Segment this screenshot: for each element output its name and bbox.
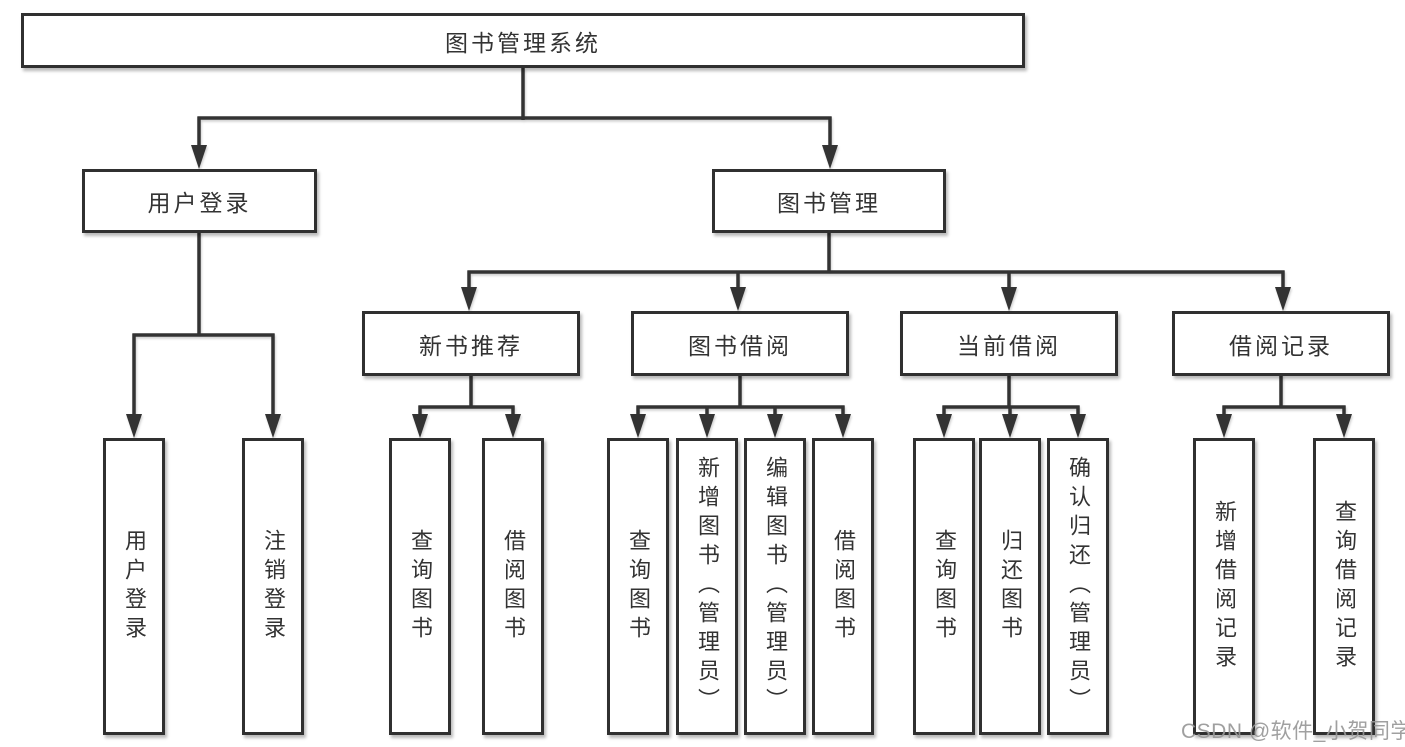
leaf-query-books-2: 查询图书 bbox=[607, 438, 669, 735]
leaf-query-books-3: 查询图书 bbox=[913, 438, 975, 735]
leaf-label: 编辑图书（管理员） bbox=[763, 456, 788, 717]
node-new-book-recommend-label: 新书推荐 bbox=[419, 332, 523, 359]
node-book-borrowing: 图书借阅 bbox=[631, 311, 849, 376]
leaf-query-books-1: 查询图书 bbox=[389, 438, 451, 735]
leaf-label: 借阅图书 bbox=[501, 528, 526, 645]
leaf-label: 用户登录 bbox=[122, 528, 147, 645]
leaf-label: 确认归还（管理员） bbox=[1066, 456, 1091, 717]
leaf-user-login: 用户登录 bbox=[103, 438, 165, 735]
node-current-borrowing-label: 当前借阅 bbox=[957, 332, 1061, 359]
watermark: CSDN @软件_小贺同学 bbox=[1181, 720, 1405, 743]
leaf-add-borrow-record: 新增借阅记录 bbox=[1193, 438, 1255, 735]
leaf-label: 归还图书 bbox=[998, 528, 1023, 645]
leaf-confirm-return-admin: 确认归还（管理员） bbox=[1047, 438, 1109, 735]
node-borrowing-records: 借阅记录 bbox=[1172, 311, 1390, 376]
node-current-borrowing: 当前借阅 bbox=[900, 311, 1118, 376]
node-book-borrowing-label: 图书借阅 bbox=[688, 332, 792, 359]
node-book-management-label: 图书管理 bbox=[777, 190, 881, 216]
leaf-edit-books-admin: 编辑图书（管理员） bbox=[744, 438, 806, 735]
node-user-login: 用户登录 bbox=[82, 169, 317, 233]
leaf-logout: 注销登录 bbox=[242, 438, 304, 735]
leaf-label: 查询图书 bbox=[932, 528, 957, 645]
leaf-add-books-admin: 新增图书（管理员） bbox=[676, 438, 738, 735]
node-root-label: 图书管理系统 bbox=[445, 29, 601, 56]
leaf-query-borrow-record: 查询借阅记录 bbox=[1313, 438, 1375, 735]
node-root: 图书管理系统 bbox=[21, 13, 1025, 68]
leaf-borrow-books-1: 借阅图书 bbox=[482, 438, 544, 735]
leaf-label: 注销登录 bbox=[261, 528, 286, 645]
leaf-label: 新增借阅记录 bbox=[1212, 499, 1237, 674]
leaf-label: 查询图书 bbox=[626, 528, 651, 645]
leaf-return-books: 归还图书 bbox=[979, 438, 1041, 735]
leaf-borrow-books-2: 借阅图书 bbox=[812, 438, 874, 735]
node-new-book-recommend: 新书推荐 bbox=[362, 311, 580, 376]
leaf-label: 查询借阅记录 bbox=[1332, 499, 1357, 674]
node-borrowing-records-label: 借阅记录 bbox=[1229, 332, 1333, 359]
node-user-login-label: 用户登录 bbox=[147, 190, 252, 216]
node-book-management: 图书管理 bbox=[712, 169, 946, 233]
leaf-label: 查询图书 bbox=[408, 528, 433, 645]
leaf-label: 新增图书（管理员） bbox=[695, 456, 720, 717]
leaf-label: 借阅图书 bbox=[831, 528, 856, 645]
